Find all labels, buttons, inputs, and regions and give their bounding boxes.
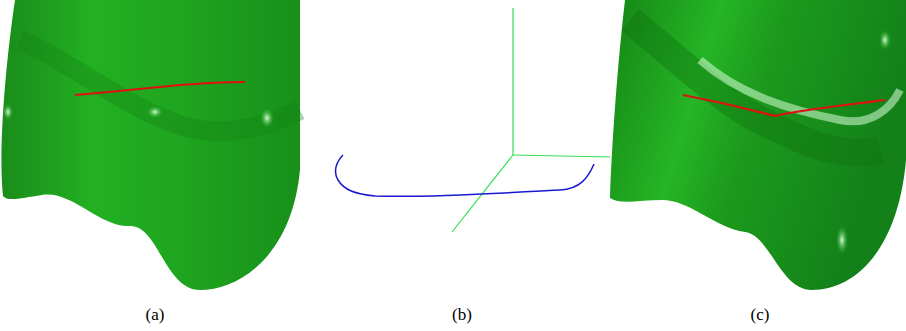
panel-label: (b) <box>452 306 472 323</box>
panel-label: (c) <box>751 306 770 323</box>
surface-c <box>610 0 906 290</box>
panel-label: (a) <box>146 306 165 323</box>
axes-and-curve <box>336 8 610 232</box>
surface-a <box>1 0 300 290</box>
